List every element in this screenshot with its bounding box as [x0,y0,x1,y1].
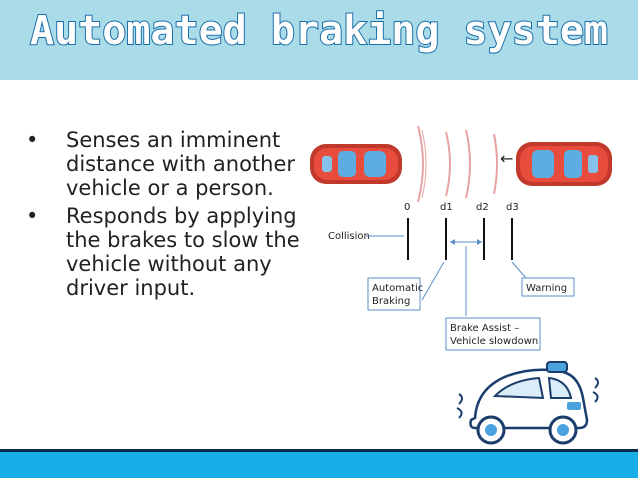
slide-title: Automated braking system [29,7,609,55]
braking-diagram: ← 0 d1 d2 d3 Collision Automatic Braking… [310,125,612,351]
brake-assist-label-line1: Brake Assist – [450,323,519,334]
box-connectors [421,246,527,316]
bullet-item: • Responds by applying the brakes to slow… [26,204,316,300]
bullet-dot: • [26,128,39,152]
automatic-braking-label-line2: Braking [372,296,410,307]
warning-label: Warning [526,283,567,294]
automatic-braking-box [367,277,421,311]
bullet-item: • Senses an imminent distance with anoth… [26,128,316,200]
right-car-image [516,142,612,186]
footer-divider [0,449,638,452]
marker-lines [407,218,513,260]
marker-d1: d1 [440,202,453,213]
signal-waves [417,125,498,203]
bullet-text: Responds by applying the brakes to slow … [66,204,300,300]
left-car-image [310,144,402,184]
bullet-dot: • [26,204,39,228]
warning-box [521,277,575,297]
marker-d2: d2 [476,202,489,213]
marker-d3: d3 [506,202,519,213]
brake-assist-box [445,317,541,351]
title-band [0,0,638,80]
direction-arrow: ← [500,149,513,168]
marker-0: 0 [404,202,410,213]
automatic-braking-label-line1: Automatic [372,283,423,294]
footer-band [0,452,638,478]
bullet-list: • Senses an imminent distance with anoth… [26,128,316,304]
brake-assist-label-line2: Vehicle slowdown [450,336,538,347]
bullet-text: Senses an imminent distance with another… [66,128,296,200]
autonomous-car-icon [456,361,599,445]
collision-label: Collision [328,231,370,242]
